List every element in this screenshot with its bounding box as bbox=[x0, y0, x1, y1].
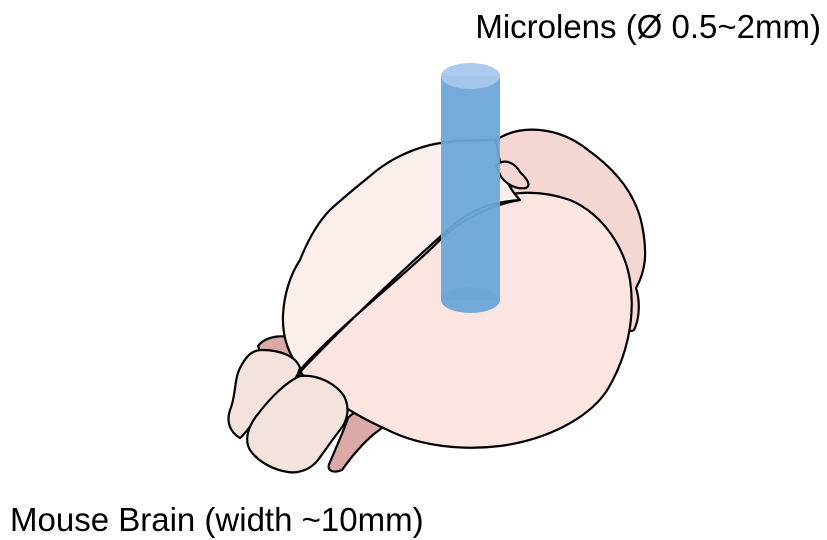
microlens bbox=[441, 63, 500, 313]
microlens-bottom bbox=[441, 287, 500, 313]
microlens-top bbox=[441, 63, 500, 89]
microlens-body bbox=[441, 76, 500, 300]
